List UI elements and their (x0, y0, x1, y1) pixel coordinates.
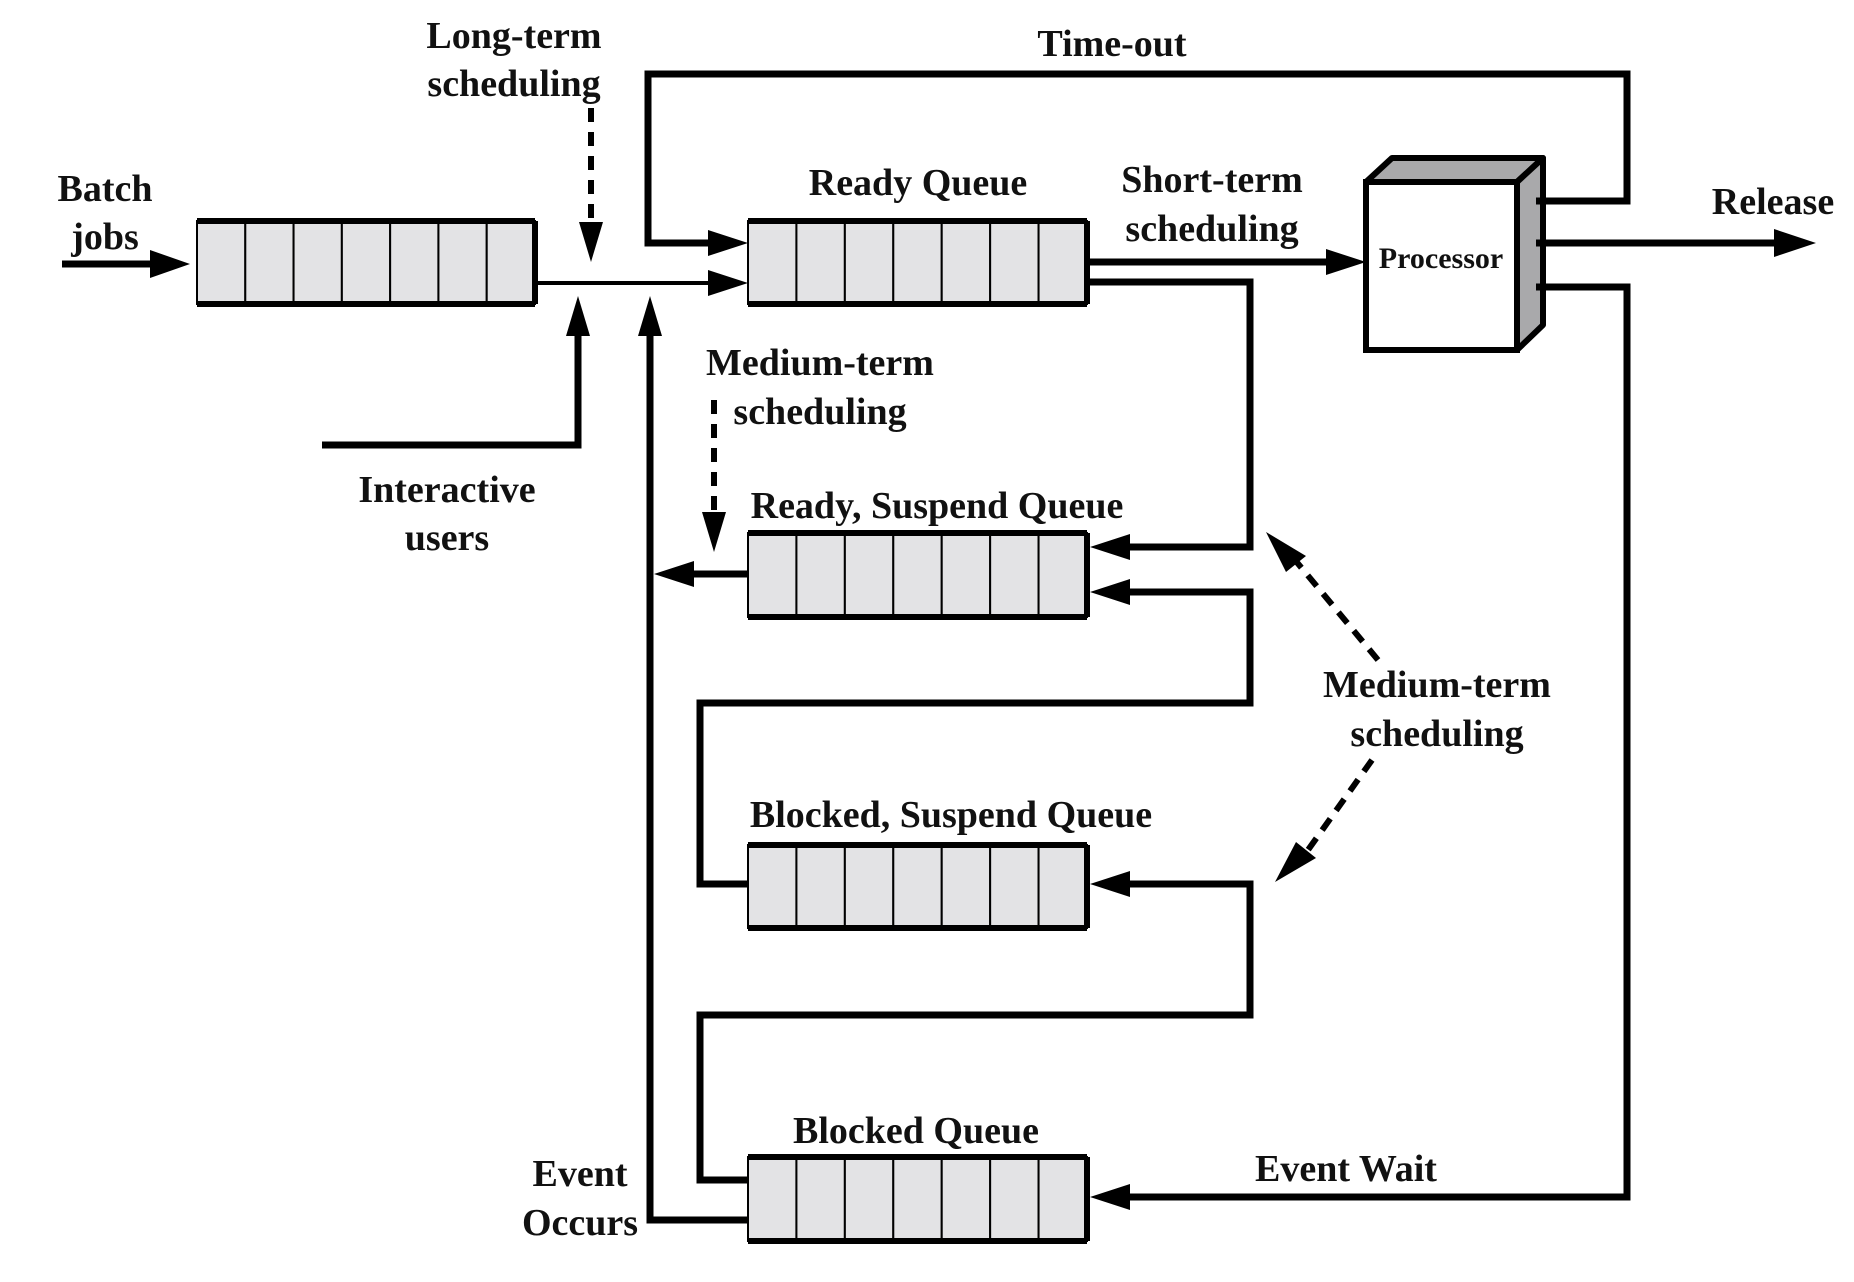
short-term-label-2: scheduling (1125, 208, 1298, 250)
queue-cell (989, 220, 1040, 305)
event-wait-line (1130, 283, 1631, 1201)
processor-label: Processor (1379, 242, 1503, 275)
queue-ready (747, 218, 1090, 307)
interactive-arrow-head (566, 296, 590, 336)
interactive-label-2: users (405, 517, 489, 559)
medium-term-right-upper-arrow (1266, 532, 1306, 572)
queue-cell (989, 1156, 1040, 1242)
medium-term-right-upper-dashed (1292, 558, 1381, 662)
queue-cell (1037, 844, 1088, 929)
short-term-label-1: Short-term (1121, 159, 1302, 201)
ready-queue-label: Ready Queue (809, 162, 1028, 204)
queue-cell (485, 220, 537, 305)
queue-cell (747, 844, 798, 929)
long-term-label-1: Long-term (426, 15, 601, 57)
queue-cell (340, 220, 392, 305)
queue-cell (843, 844, 895, 929)
short-term-arrow-head (1326, 249, 1366, 275)
queue-cell (940, 532, 992, 618)
blocked-suspend-to-ready-suspend-arrow (1090, 579, 1130, 605)
batch-label-1: Batch (58, 168, 153, 210)
blocked-to-blocked-suspend-arrow (1090, 871, 1130, 897)
queue-cell (892, 1156, 943, 1242)
medium-term-upper-label-1: Medium-term (706, 342, 934, 384)
queue-cell (437, 220, 488, 305)
release-label: Release (1712, 181, 1834, 223)
queue-cell (1037, 220, 1088, 305)
event-wait-arrow-head (1090, 1184, 1130, 1210)
event-wait-label: Event Wait (1255, 1148, 1437, 1190)
queue-cell (795, 844, 846, 929)
queue-cell (795, 1156, 846, 1242)
queue-cell (843, 1156, 895, 1242)
queue-cell (892, 844, 943, 929)
queue-cell (747, 532, 798, 618)
medium-term-right-label-2: scheduling (1350, 713, 1523, 755)
queue-cell (940, 1156, 992, 1242)
queue-cell (940, 844, 992, 929)
processor-top (1363, 155, 1546, 185)
medium-term-right-label-1: Medium-term (1323, 664, 1551, 706)
queue-blocked-suspend (747, 842, 1090, 931)
queue-cell (244, 220, 295, 305)
interactive-label-1: Interactive (358, 469, 535, 511)
ready-suspend-out-arrow (654, 561, 694, 587)
medium-term-upper-label-2: scheduling (733, 391, 906, 433)
blocked-to-blocked-suspend-line (696, 880, 1254, 1184)
labels: Long-term scheduling Time-out Batch jobs… (58, 15, 1835, 1244)
time-out-label: Time-out (1037, 23, 1187, 65)
long-term-arrow-head (579, 222, 603, 262)
processor-front (1363, 179, 1520, 353)
queue-cell (940, 220, 992, 305)
ready-to-suspend-arrow (1090, 534, 1130, 560)
medium-term-right-lower-dashed (1305, 758, 1375, 852)
queue-cell (843, 220, 895, 305)
blocked-queue-label: Blocked Queue (793, 1110, 1039, 1152)
batch-arrow-head (150, 250, 190, 278)
queue-blocked (747, 1154, 1090, 1244)
queue-cell (1037, 1156, 1088, 1242)
queue-batch (196, 218, 538, 307)
blocked-suspend-label: Blocked, Suspend Queue (750, 794, 1152, 836)
queue-cell (989, 844, 1040, 929)
processor: Processor (1363, 155, 1546, 353)
event-occurs-line (646, 336, 748, 1224)
queue-cell (292, 220, 343, 305)
long-term-label-2: scheduling (427, 63, 600, 105)
timeout-arrow-head (708, 230, 748, 256)
return-arrow-head (638, 296, 662, 336)
ready-in-arrow-head (708, 270, 748, 296)
connections (62, 70, 1816, 1224)
queue-cell (1037, 532, 1088, 618)
queue-cell (892, 532, 943, 618)
ready-suspend-label: Ready, Suspend Queue (751, 485, 1124, 527)
queue-cell (843, 532, 895, 618)
queue-cell (389, 220, 440, 305)
processor-side (1514, 155, 1546, 353)
timeout-loop-line (644, 70, 1631, 247)
event-occurs-label-2: Occurs (522, 1202, 638, 1244)
queues-group (196, 218, 1090, 1244)
interactive-users-line (322, 336, 582, 449)
queue-cell (892, 220, 943, 305)
queue-cell (747, 1156, 798, 1242)
queue-ready-suspend (747, 530, 1090, 620)
queue-cell (196, 220, 247, 305)
queue-cell (747, 220, 798, 305)
blocked-suspend-to-ready-suspend-line (696, 588, 1254, 888)
batch-label-2: jobs (70, 216, 139, 258)
queue-cell (795, 220, 846, 305)
release-arrow-head (1774, 229, 1816, 257)
queue-cell (989, 532, 1040, 618)
medium-term-right-lower-arrow (1275, 842, 1316, 882)
medium-term-upper-arrow (702, 512, 726, 552)
event-occurs-label-1: Event (533, 1153, 628, 1195)
ready-to-ready-suspend-line (1087, 278, 1254, 551)
queue-cell (795, 532, 846, 618)
